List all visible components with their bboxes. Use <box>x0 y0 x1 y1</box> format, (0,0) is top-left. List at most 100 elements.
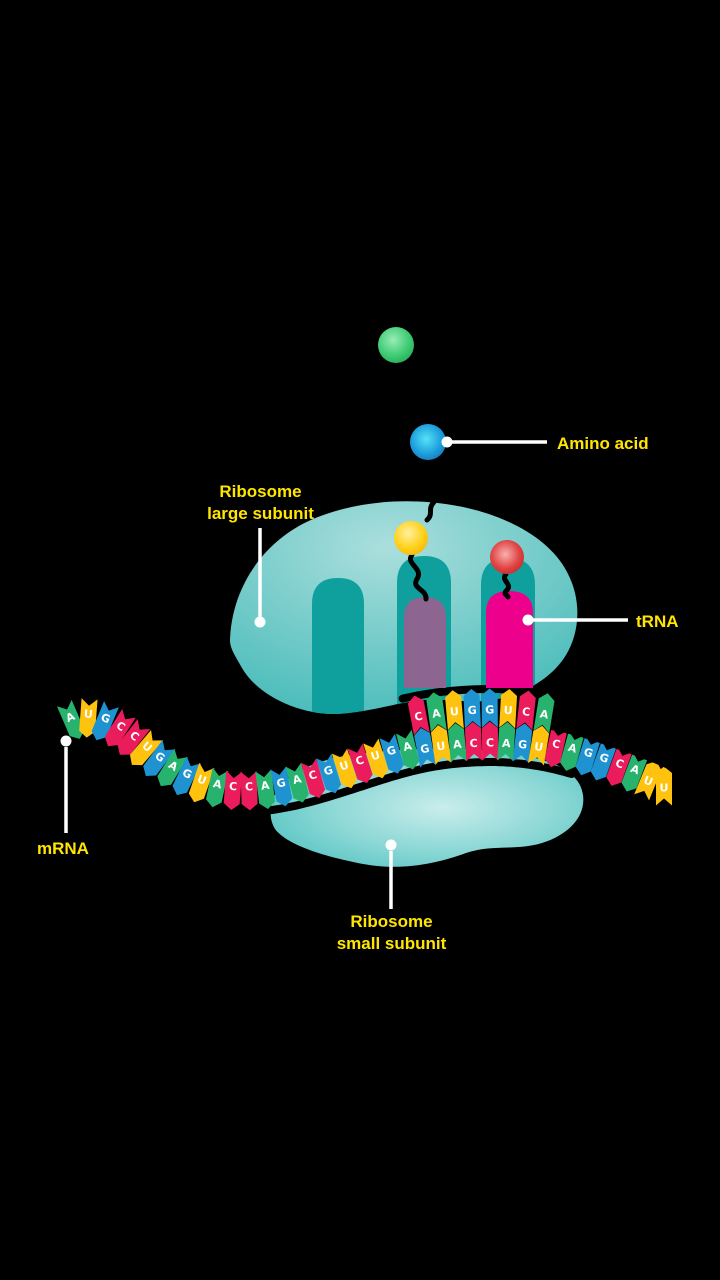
mrna-tile: U <box>129 729 164 766</box>
mrna-tile: U <box>528 725 550 766</box>
mrna-base-letter: U <box>338 758 350 773</box>
anticodon-tile: C <box>407 695 430 736</box>
anticodon-tile: A <box>533 693 555 734</box>
mrna-base-letter: C <box>354 753 366 768</box>
anticodon-tile: C <box>516 690 536 731</box>
mrna-base-letter: G <box>322 763 334 778</box>
mrna-base-letter: G <box>598 751 611 766</box>
mrna-tile: A <box>157 748 189 787</box>
trna-label: tRNA <box>636 612 679 631</box>
mrna-tile: U <box>79 698 98 738</box>
anticodon-base-letter: U <box>503 704 513 717</box>
anticodon-base-letter: C <box>521 705 530 719</box>
mrna-base-letter: C <box>228 780 237 794</box>
mrna-tile: C <box>104 709 136 747</box>
mrna-backbone <box>68 717 576 816</box>
mrna-base-letter: G <box>275 776 286 790</box>
mrna-tile: A <box>255 769 276 810</box>
mrna-tile: G <box>172 756 202 796</box>
mrna-tile: U <box>188 762 215 803</box>
anticodon-base-letter: G <box>485 703 494 716</box>
ribosome-exit-arch <box>312 578 364 715</box>
mrna-tile: C <box>300 758 326 799</box>
anticodon-tile: G <box>481 688 498 728</box>
amino-acid-red <box>490 540 524 574</box>
amino-acid-green <box>378 327 414 363</box>
mrna-base-letter: U <box>533 740 544 754</box>
mrna-tile: A <box>497 722 516 762</box>
ribosome-small-label-line1: Ribosome <box>350 912 433 931</box>
mrna-base-letter: U <box>436 739 447 753</box>
mrna-base-letter: U <box>660 782 669 795</box>
mrna-tile: A <box>447 723 467 763</box>
mrna-base-letter: U <box>196 772 209 787</box>
anticodon-bar <box>398 685 563 703</box>
mrna-tile: G <box>143 739 176 776</box>
mrna-base-letter: A <box>502 737 512 750</box>
mrna-base-letter: U <box>83 707 93 721</box>
mrna-tile: G <box>512 723 533 764</box>
mrna-base-letter: A <box>291 772 303 787</box>
ribosome-small-label-line2: small subunit <box>336 934 447 954</box>
mrna-tile: A <box>396 729 420 770</box>
mrna-tile: G <box>414 727 437 768</box>
mrna-tile: U <box>656 766 672 806</box>
trna-right <box>486 591 533 688</box>
mrna-base-letter: A <box>567 741 579 756</box>
mrna-tile: C <box>481 721 499 761</box>
mrna-base-letter: C <box>469 737 478 750</box>
polypeptide-linker-left <box>408 552 429 602</box>
mrna-base-letter: C <box>486 736 494 749</box>
mrna-base-letter: C <box>551 737 562 751</box>
mrna-tile: G <box>575 735 601 776</box>
mrna-tile: C <box>347 743 373 784</box>
anticodon-base-letter: A <box>431 707 442 721</box>
mrna-tile: U <box>430 725 452 765</box>
mrna-tile: A <box>206 767 229 808</box>
mrna-base-letter: G <box>385 743 397 758</box>
ribosome-large-label-line1: Ribosome <box>219 482 302 501</box>
mrna-tile: A <box>56 699 85 739</box>
mrna-backbone-tail <box>545 721 698 782</box>
mrna-tile: C <box>464 721 483 762</box>
pointer-ribosome-large <box>254 528 266 628</box>
anticodon-base-letter: G <box>467 704 477 717</box>
mrna-base-letter: C <box>245 780 254 793</box>
mrna-tile: U <box>634 761 662 801</box>
anticodon-tile: A <box>426 692 447 733</box>
mrna-label: mRNA <box>37 839 89 858</box>
mrna-base-letter: G <box>517 738 527 752</box>
mrna-base-letter: A <box>212 777 223 792</box>
mrna-tile: G <box>270 766 293 807</box>
mrna-tile: G <box>590 740 617 781</box>
mrna-tile: C <box>544 727 568 768</box>
mrna-tile: G <box>379 733 404 774</box>
anticodon-tile: U <box>499 689 518 729</box>
mrna-base-letter: A <box>260 779 271 793</box>
anticodon-tile: U <box>445 690 464 730</box>
mrna-tile: C <box>606 746 633 786</box>
anticodon-base-letter: A <box>539 707 550 721</box>
amino-acid-label: Amino acid <box>557 434 649 453</box>
amino-acid-blue <box>410 424 446 460</box>
mrna-base-letter: A <box>452 738 462 752</box>
ribosome-small-subunit-label: Ribosome small subunit <box>299 911 484 956</box>
anticodon-base-letter: U <box>449 705 459 719</box>
mrna-tile: C <box>117 719 151 755</box>
polypeptide-linker-right <box>502 571 511 600</box>
mrna-tile: U <box>363 738 389 779</box>
mrna-tile: U <box>331 748 357 789</box>
ribosome-large-label-line2: large subunit <box>207 504 314 524</box>
mrna-base-letter: A <box>402 739 414 754</box>
anticodon-tile: G <box>463 689 481 729</box>
trna-left <box>404 597 446 688</box>
pointer-trna <box>522 614 628 626</box>
pointer-mrna <box>60 735 72 833</box>
mrna-tile: G <box>316 753 342 794</box>
mrna-tile: C <box>223 770 243 811</box>
mrna-tile: C <box>240 771 258 811</box>
ribosome-large-subunit-label: Ribosome large subunit <box>168 481 353 526</box>
